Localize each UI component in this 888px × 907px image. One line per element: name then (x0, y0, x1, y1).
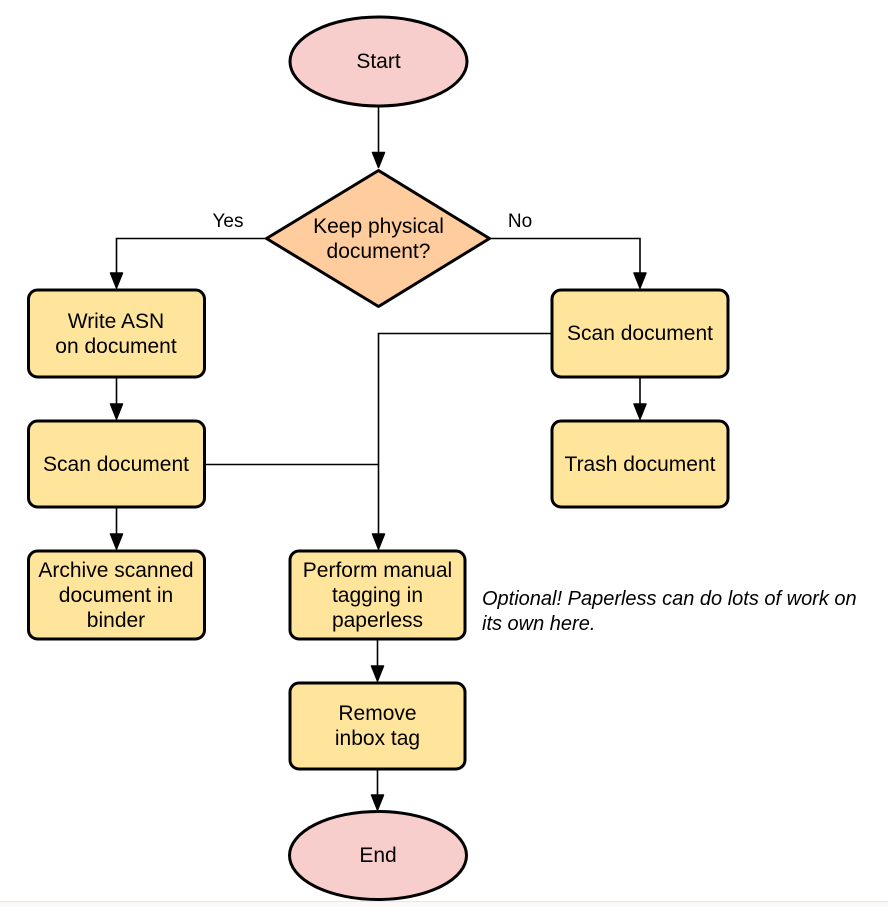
edge-scan-right-to-tagging (371, 332, 552, 550)
node-scan-right-shape (550, 288, 730, 379)
edges (109, 107, 647, 811)
nodes (27, 15, 730, 901)
node-write-asn-shape (27, 288, 206, 379)
node-start-shape (288, 15, 469, 108)
edge-yes-decision-to-write-asn (109, 237, 267, 289)
node-archive-shape (27, 549, 206, 641)
edge-no-decision-to-scan-right (489, 237, 647, 289)
node-tagging-shape (288, 549, 467, 641)
node-decision-shape (265, 169, 491, 308)
node-remove-inbox-shape (288, 681, 467, 771)
canvas-bottom-edge (0, 901, 888, 907)
node-end-shape (288, 810, 468, 901)
node-trash-shape (550, 419, 730, 509)
node-scan-left-shape (27, 419, 206, 509)
